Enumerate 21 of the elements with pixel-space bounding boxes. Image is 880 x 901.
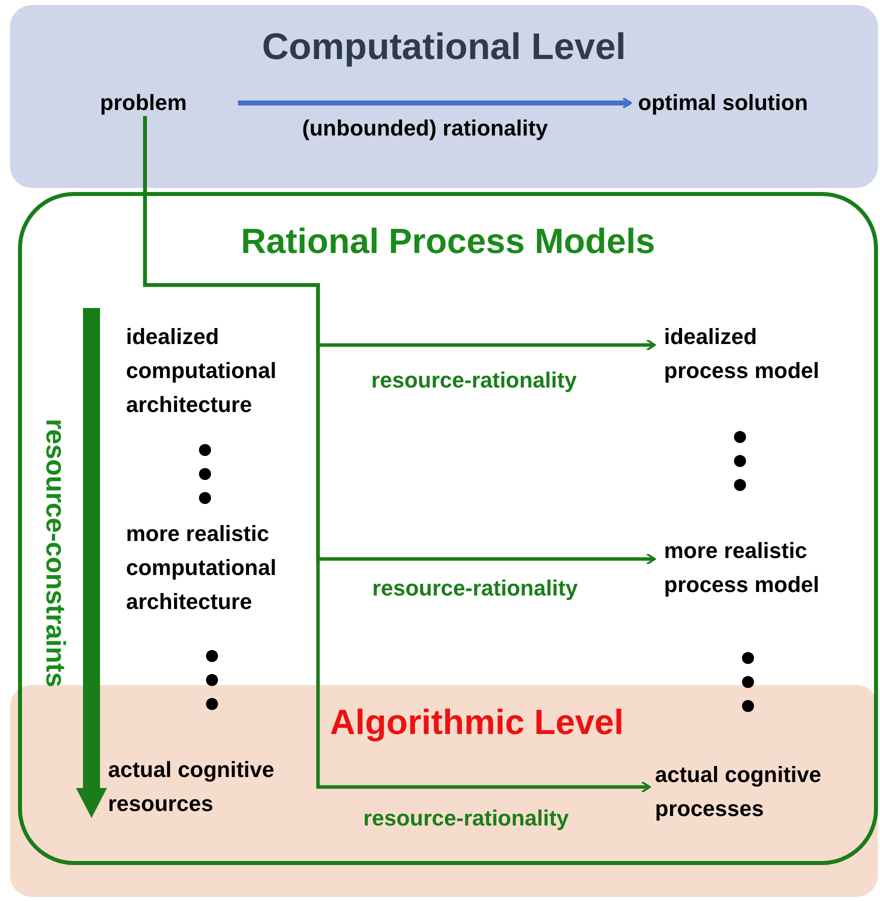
term-label: optimal solution	[638, 86, 848, 116]
model-frame	[18, 192, 878, 865]
term-label: actual cognitive processes	[655, 758, 855, 824]
frame-heading: Rational Process Models	[240, 221, 656, 263]
arrow	[143, 116, 651, 793]
term-label: idealized computational architecture	[126, 320, 326, 426]
edge-label: (unbounded) rationality	[302, 114, 548, 142]
term-label: more realistic computational architecture	[126, 517, 326, 623]
edge-label: resource-rationality	[371, 366, 577, 394]
level-band	[10, 5, 878, 188]
edge-label: resource-rationality	[363, 804, 569, 832]
term-label: idealized process model	[664, 320, 840, 386]
term-label: actual cognitive resources	[108, 753, 308, 819]
axis-label: resource-constraints	[39, 418, 72, 688]
term-label: problem	[100, 86, 210, 116]
term-label: more realistic process model	[664, 534, 854, 600]
level-heading: Computational Level	[261, 25, 627, 69]
edge-label: resource-rationality	[372, 574, 578, 602]
arrow	[238, 97, 632, 109]
level-heading: Algorithmic Level	[330, 702, 624, 744]
level-band	[10, 685, 878, 897]
